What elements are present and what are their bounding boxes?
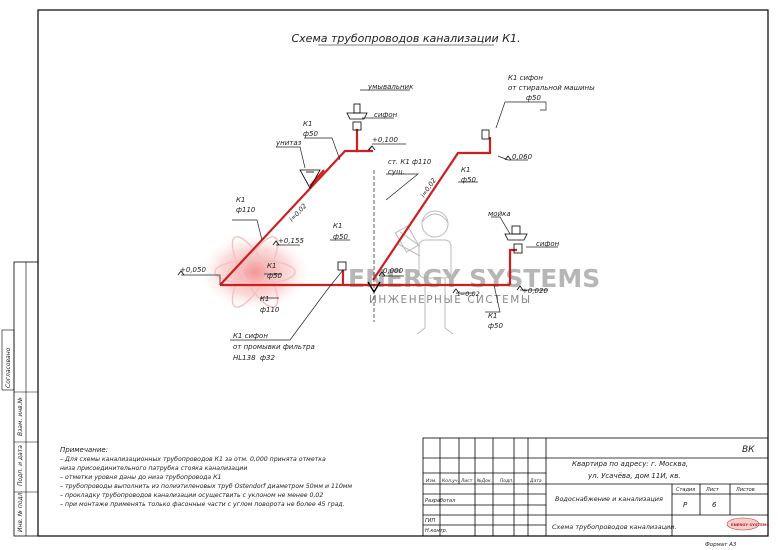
label-elev-0050: +0,050 [180, 266, 206, 274]
title-block [422, 437, 769, 537]
label-d110-bottom: ф110 [260, 306, 280, 314]
label-slope-main: i=0,02 [288, 202, 309, 223]
label-washbasin-siphon: сифон [374, 111, 398, 119]
filter-siphon-icon [337, 261, 347, 271]
watermark-worker-icon [394, 210, 454, 335]
svg-text:Лист: Лист [705, 487, 720, 493]
label-d50-toilet: ф50 [267, 272, 282, 280]
doc-code: ВК [742, 445, 755, 455]
role-norm: Н.контр. [425, 528, 447, 534]
note-line: – Для схемы канализационных трубопроводо… [60, 455, 326, 463]
leader-lines [181, 89, 558, 341]
watermark-brand: ENERGY SYSTEMS [348, 264, 600, 293]
label-stack-2: сущ. [388, 168, 405, 176]
label-sink-siphon: сифон [536, 240, 560, 248]
svg-text:Лист: Лист [460, 478, 473, 484]
label-k1-sink: К1 [488, 312, 497, 320]
pipe-washing-machine [372, 137, 492, 281]
stamp-replace: Взам. инв.№ [17, 397, 24, 436]
svg-text:Стадия: Стадия [676, 487, 695, 493]
label-filter-2: от промывки фильтра [233, 343, 315, 351]
elevation-markers [177, 145, 524, 294]
sink-icon [504, 225, 528, 254]
section-name: Водоснабжение и канализация [555, 495, 663, 503]
label-filter-1: К1 сифон [233, 332, 268, 340]
side-stamps: Инв. № подл. Подп. и дата Взам. инв.№ Со… [1, 261, 39, 537]
title-block-text: ВК Изм. Кол.уч. Лист №Док. Подп. Дата Ра… [425, 445, 755, 548]
label-k1-bottom: К1 [260, 295, 269, 303]
label-k1-wm: К1 [461, 166, 470, 174]
svg-text:Кол.уч.: Кол.уч. [442, 478, 459, 484]
sheet-value: 6 [712, 501, 717, 509]
note-line: – трубопроводы выполнить из полиэтиленов… [60, 482, 352, 490]
label-k1-toilet: К1 [267, 262, 276, 270]
role-chief: ГИП [425, 518, 436, 524]
pipe-main-left [219, 149, 373, 286]
label-wm-siphon-2: от стиральной машины [508, 84, 595, 92]
svg-text:Подп.: Подп. [500, 478, 514, 484]
stage-value: Р [683, 501, 688, 509]
label-k1-filter: К1 [333, 222, 342, 230]
label-elev-0060: 0,060 [512, 153, 533, 161]
label-filter-3: HL138 [233, 354, 256, 362]
svg-text:Изм.: Изм. [426, 478, 437, 484]
label-d50-sink: ф50 [488, 322, 503, 330]
label-stack-1: ст. К1 ф110 [388, 158, 432, 166]
note-line: – при монтаже применять только фасонные … [60, 500, 345, 508]
label-d50-filter: ф50 [333, 233, 348, 241]
role-developer: Разработал [425, 498, 456, 504]
svg-text:Листов: Листов [735, 487, 755, 493]
toilet-icon [299, 169, 321, 189]
watermark-glow [197, 232, 313, 312]
address-line-1: Квартира по адресу: г. Москва, [572, 460, 688, 468]
label-d110-main: ф110 [236, 206, 256, 214]
label-wm-d50: ф50 [526, 94, 541, 102]
notes: Примечание: – Для схемы канализационных … [60, 446, 352, 508]
pipe-network [219, 129, 517, 287]
svg-text:№Док.: №Док. [476, 478, 492, 484]
sheet-title: Схема трубопроводов канализации. [552, 523, 677, 531]
label-elev-0155: +0,155 [278, 237, 304, 245]
label-elev-0100: +0,100 [372, 136, 398, 144]
label-slope-sink: i=0,02 [458, 290, 480, 298]
note-line: низа присоединительного патрубка стояка … [60, 464, 247, 472]
company-logo-icon: ENERGY SYSTEMS [726, 517, 770, 531]
label-elev-0020: +0,020 [522, 287, 548, 295]
stamp-agreed: Согласовано [5, 347, 12, 388]
stack-outlet-icon [367, 281, 381, 294]
notes-heading: Примечание: [60, 446, 108, 454]
label-wm-siphon-1: К1 сифон [508, 74, 543, 82]
note-line: – прокладку трубопроводов канализации ос… [60, 491, 323, 499]
label-washbasin: умывальник [367, 83, 414, 91]
address-line-2: ул. Усачёва, дом 11И, кв. [587, 472, 681, 480]
svg-text:Дата: Дата [529, 478, 542, 484]
label-k1-main: К1 [236, 196, 245, 204]
label-d50-wm: ф50 [461, 176, 476, 184]
label-filter-d32: ф32 [260, 354, 275, 362]
stamp-sign: Подп. и дата [17, 445, 24, 486]
label-k1-washbasin: К1 [303, 120, 312, 128]
format-label: Формат А3 [705, 542, 737, 548]
diagram-title: Схема трубопроводов канализации К1. [291, 32, 520, 45]
label-d50-washbasin: ф50 [303, 130, 318, 138]
washbasin-icon [346, 103, 368, 131]
washing-machine-siphon-icon [481, 129, 490, 140]
watermark-subtitle: ИНЖЕНЕРНЫЕ СИСТЕМЫ [369, 294, 532, 306]
label-elev-0000: 0,000 [383, 267, 404, 275]
svg-text:ENERGY SYSTEMS: ENERGY SYSTEMS [731, 522, 770, 527]
pipe-sink [508, 248, 517, 285]
label-sink: мойка [488, 210, 511, 218]
note-line: – отметки уровня даны до низа трубопрово… [60, 473, 221, 481]
stamp-inv: Инв. № подл. [17, 491, 24, 532]
label-toilet: унитаз [275, 139, 302, 147]
